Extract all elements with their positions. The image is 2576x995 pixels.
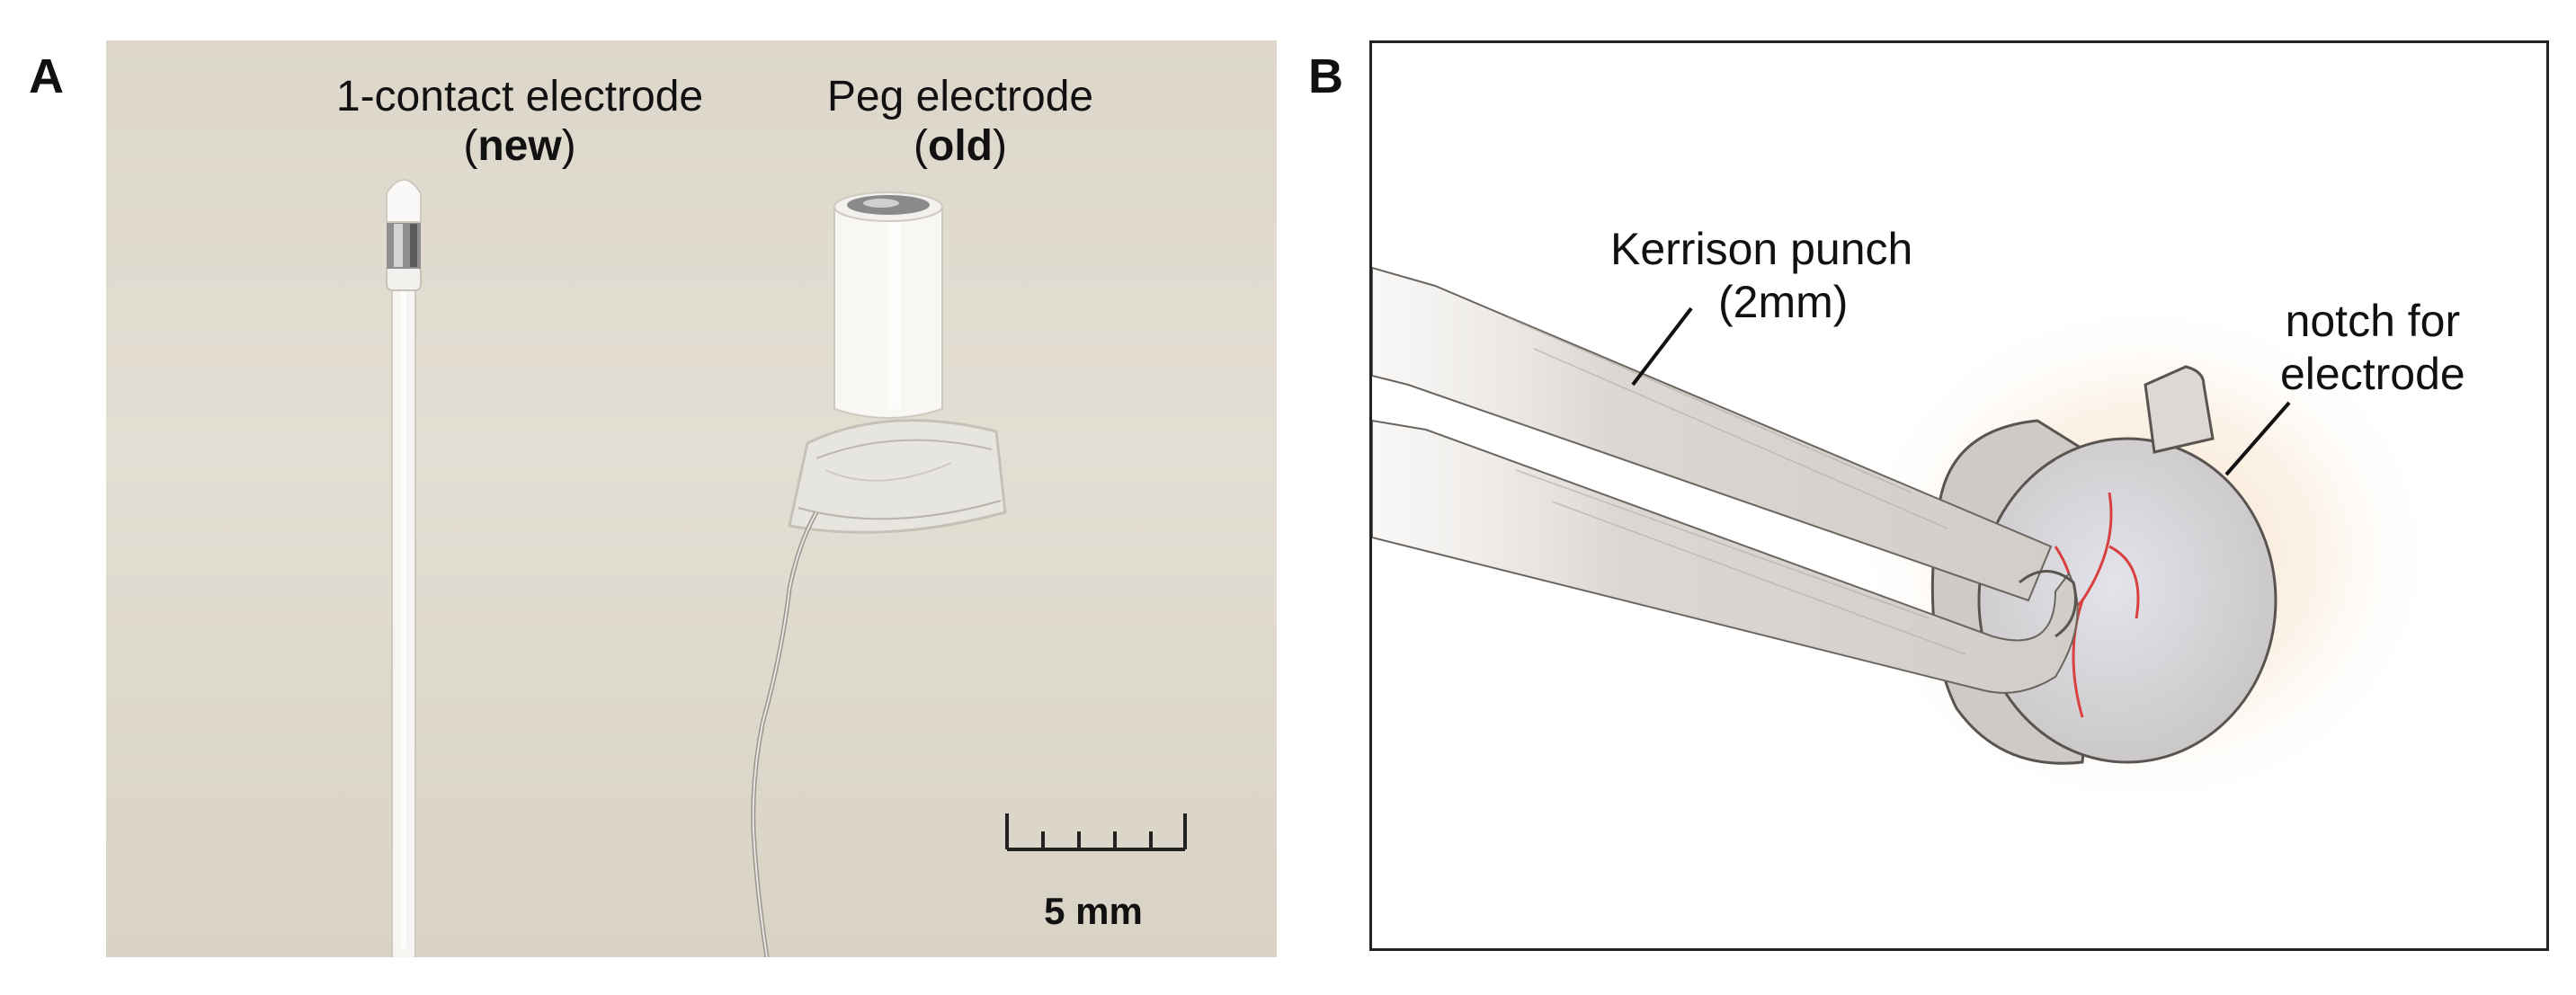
- label-kerrison-line1: Kerrison punch: [1610, 224, 1913, 274]
- label-peg-electrode-name: Peg electrode: [826, 73, 1094, 120]
- photo-drawing: [386, 179, 1187, 957]
- illustration-drawing: [1372, 266, 2442, 816]
- notch-leader-line: [2224, 401, 2291, 476]
- surgical-illustration: Kerrison punch (2mm) notch for electrode: [1369, 40, 2549, 951]
- electrode-photo: 1-contact electrode (new) Peg electrode …: [106, 40, 1277, 957]
- label-peg-electrode: Peg electrode (old): [735, 72, 1185, 171]
- label-one-contact-electrode: 1-contact electrode (new): [286, 72, 753, 171]
- kerrison-leader-line: [1631, 306, 1693, 386]
- panel-letter-a: A: [29, 49, 64, 103]
- label-one-contact-electrode-name: 1-contact electrode: [335, 73, 704, 120]
- one-contact-electrode: [386, 179, 422, 957]
- scale-bar-label: 5 mm: [1044, 890, 1143, 932]
- peg-electrode: [751, 191, 1007, 957]
- label-kerrison-punch: Kerrison punch (2mm): [1610, 223, 1912, 329]
- label-new-tag: (new): [463, 122, 576, 170]
- scale-bar: [1005, 813, 1187, 851]
- label-notch-for-electrode: notch for electrode: [2280, 295, 2465, 401]
- panel-letter-b: B: [1308, 49, 1343, 103]
- label-notch-line2: electrode: [2280, 349, 2465, 399]
- label-notch-line1: notch for: [2285, 296, 2461, 346]
- label-old-tag: (old): [914, 122, 1007, 170]
- kerrison-punch: [1372, 266, 2079, 694]
- label-kerrison-line2: (2mm): [1718, 277, 1849, 327]
